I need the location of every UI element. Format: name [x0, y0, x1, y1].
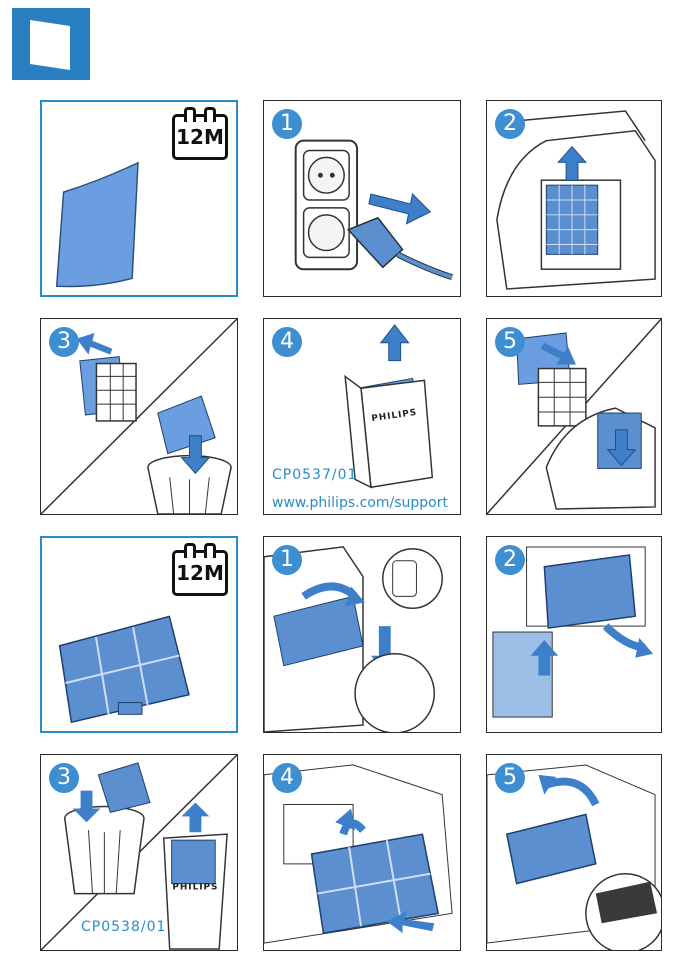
power-socket-icon	[294, 139, 359, 271]
product-code: CP0537/01	[272, 467, 358, 483]
step-number: 2	[495, 109, 525, 139]
arrow-icon	[76, 332, 211, 475]
arrow-icon	[538, 774, 600, 807]
box-brand: PHILIPS	[172, 883, 218, 893]
arrow-icon	[368, 193, 432, 225]
panel-step-5-close-cover: 5	[486, 754, 662, 951]
calendar-icon: 12M	[172, 107, 228, 160]
panel-step-1-unplug: 1	[263, 100, 461, 297]
document-icon	[30, 20, 70, 70]
interval-badge: 12M	[176, 561, 224, 585]
step-number: 1	[272, 109, 302, 139]
panel-step-2-remove-exhaust-filter: 2	[486, 536, 662, 733]
arrow-icon	[540, 342, 637, 467]
support-url[interactable]: www.philips.com/support	[272, 495, 448, 511]
exhaust-filter-illustration	[58, 615, 190, 724]
document-icon-block	[12, 8, 90, 80]
step-number: 3	[49, 327, 79, 357]
arrow-icon	[335, 808, 435, 934]
step-number: 5	[495, 763, 525, 793]
arrow-icon	[72, 790, 210, 833]
panel-filter-overview: 12M	[40, 100, 238, 297]
panel-step-5-insert-filter: 5	[486, 318, 662, 515]
plug-icon	[346, 216, 453, 281]
foam-filter-illustration	[55, 161, 139, 288]
interval-badge: 12M	[176, 125, 224, 149]
panel-step-4-insert-exhaust-filter: 4	[263, 754, 461, 951]
trash-can-icon	[147, 454, 232, 514]
step-number: 2	[495, 545, 525, 575]
step-number: 1	[272, 545, 302, 575]
arrow-icon	[379, 324, 410, 362]
panel-step-1-open-cover: 1	[263, 536, 461, 733]
panel-exhaust-filter-overview: 12M	[40, 536, 238, 733]
step-number: 5	[495, 327, 525, 357]
step-number: 4	[272, 327, 302, 357]
panel-step-3-discard-filter: 3	[40, 318, 238, 515]
arrow-icon	[530, 623, 654, 676]
arrow-icon	[557, 145, 587, 181]
step-number: 4	[272, 763, 302, 793]
panel-step-3-discard-exhaust-filter: PHILIPS 3 CP0538/01	[40, 754, 238, 951]
product-code: CP0538/01	[81, 919, 167, 935]
trash-can-icon	[64, 805, 145, 895]
panel-step-4-new-filter: PHILIPS 4 CP0537/01 www.philips.com/supp…	[263, 318, 461, 515]
step-number: 3	[49, 763, 79, 793]
panel-step-2-remove-filter: 2	[486, 100, 662, 297]
calendar-icon: 12M	[172, 543, 228, 596]
